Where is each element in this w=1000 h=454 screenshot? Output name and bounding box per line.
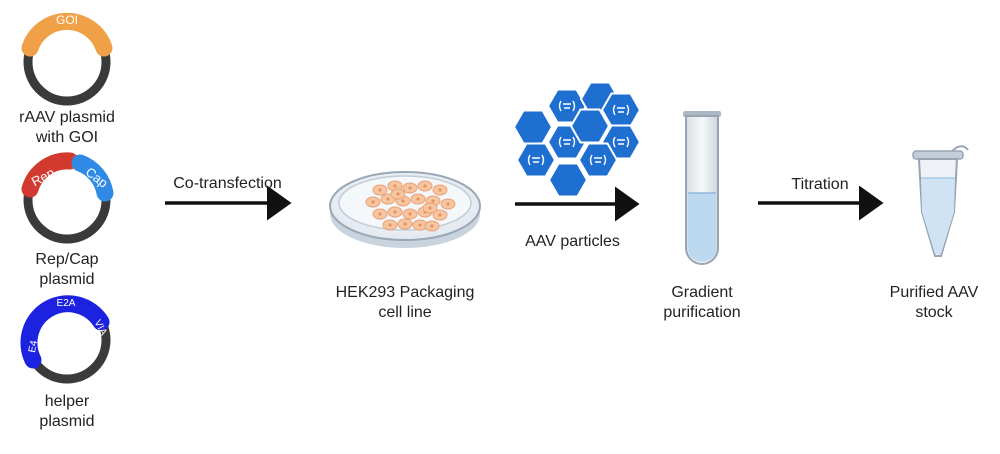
gradient-label: Gradient purification <box>640 283 764 323</box>
microcentrifuge-tube-icon <box>912 145 969 257</box>
aav-particles-icon <box>512 81 642 198</box>
helper-plasmid-label: helper plasmid <box>7 392 127 432</box>
repcap-plasmid-label: Rep/Cap plasmid <box>7 250 127 290</box>
raav-plasmid-label-line2: with GOI <box>35 129 99 146</box>
test-tube-icon <box>683 111 721 265</box>
repcap-plasmid-icon: Rep Cap <box>21 152 114 244</box>
purified-label-line2: stock <box>915 304 953 321</box>
titration-label: Titration <box>791 176 849 193</box>
purified-label: Purified AAV stock <box>872 283 996 323</box>
helper-plasmid-label-line2: plasmid <box>39 413 95 430</box>
aav-capsid-icon <box>547 162 589 198</box>
aav-capsid-icon <box>577 142 619 178</box>
hek-label-line2: cell line <box>378 304 432 321</box>
helper-plasmid-icon: E4 E2A VIA <box>20 295 111 384</box>
hek-label: HEK293 Packaging cell line <box>320 283 490 323</box>
goi-segment-label: GOI <box>56 13 78 27</box>
purified-label-line1: Purified AAV <box>889 284 979 301</box>
petri-dish-icon <box>329 171 481 248</box>
repcap-plasmid-label-line2: plasmid <box>39 271 95 288</box>
cell-cluster <box>365 180 456 232</box>
hek-label-line1: HEK293 Packaging <box>335 284 475 301</box>
aav-particles-label: AAV particles <box>525 233 620 250</box>
raav-plasmid-icon: GOI <box>21 12 113 106</box>
gradient-label-line1: Gradient <box>671 284 733 301</box>
aav-capsid-icon <box>515 142 557 178</box>
raav-plasmid-label: rAAV plasmid with GOI <box>7 108 127 148</box>
helper-plasmid-label-line1: helper <box>44 393 90 410</box>
aav-capsid-icon <box>600 92 642 128</box>
cotransfection-label: Co-transfection <box>173 175 282 192</box>
raav-plasmid-label-line1: rAAV plasmid <box>19 109 115 126</box>
gradient-label-line2: purification <box>663 304 741 321</box>
e4-segment-label: E4 <box>27 339 40 353</box>
e2a-segment-label: E2A <box>57 298 76 309</box>
aav-capsid-icon <box>569 108 611 144</box>
repcap-plasmid-label-line1: Rep/Cap <box>35 251 99 268</box>
aav-capsid-icon <box>512 109 554 145</box>
